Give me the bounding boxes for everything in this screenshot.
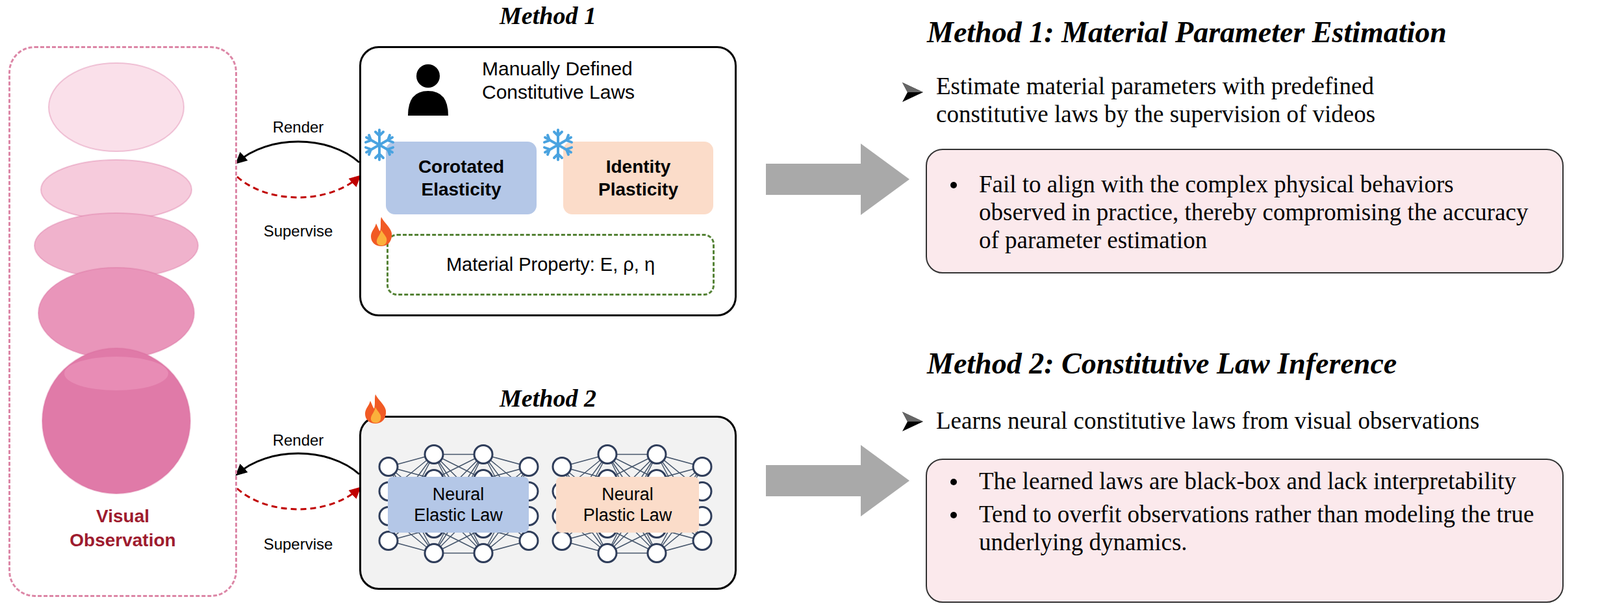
edge-label: Supervise (261, 535, 336, 554)
edge-label: Render (270, 118, 327, 137)
arrow-bullet (902, 411, 924, 432)
law-label: Corotated Elasticity (391, 155, 532, 201)
render-arrow (237, 141, 360, 163)
law-label: Neural Plastic Law (578, 483, 677, 527)
section-summary: Estimate material parameters with predef… (936, 72, 1482, 128)
network-neuron (424, 445, 444, 464)
edge-label: Render (270, 431, 327, 450)
snowflake-icon (362, 127, 397, 162)
bullet-dot (950, 478, 957, 486)
finding-box: The learned laws are black-box and lack … (925, 458, 1564, 603)
network-neuron (647, 544, 666, 563)
snowflake-icon (541, 127, 575, 162)
network-neuron (693, 457, 712, 477)
method-box: Method 1Manually Defined Constitutive La… (359, 46, 737, 317)
blob (48, 63, 184, 152)
section-summary: Learns neural constitutive laws from vis… (936, 407, 1480, 436)
render-arrow (237, 453, 360, 475)
parameter-box: Material Property: E, ρ, η (386, 233, 715, 296)
neural-law-box: Neural Elastic Law (387, 476, 529, 533)
block-arrow (765, 444, 910, 517)
law-box: Identity Plasticity (563, 141, 714, 215)
network-neuron (693, 532, 712, 551)
edge-label: Supervise (261, 222, 336, 241)
network-neuron (598, 445, 617, 464)
blob-highlight (64, 356, 169, 391)
method-title: Method 2 (361, 383, 735, 413)
method-title: Method 1 (361, 1, 735, 30)
method-subtitle: Manually Defined Constitutive Laws (482, 57, 658, 104)
supervise-arrow (237, 488, 360, 510)
bullet-text: Tend to overfit observations rather than… (978, 500, 1537, 557)
network-neuron (519, 532, 538, 551)
neural-law-box: Neural Plastic Law (556, 476, 699, 533)
network-neuron (474, 544, 493, 563)
fire-icon (359, 393, 392, 426)
blob (40, 159, 192, 220)
section-heading: Method 2: Constitutive Law Inference (926, 346, 1397, 382)
observation-panel: Visual Observation (8, 46, 238, 597)
network-neuron (474, 445, 493, 464)
law-label: Identity Plasticity (568, 155, 709, 201)
finding-box: Fail to align with the complex physical … (925, 148, 1564, 274)
parameter-label: Material Property: E, ρ, η (446, 253, 655, 276)
bullet-text: Fail to align with the complex physical … (978, 170, 1537, 255)
arrow-bullet (902, 82, 924, 102)
network-neuron (598, 544, 617, 563)
network-neuron (424, 544, 444, 563)
jelly-blobs (34, 63, 199, 494)
network-neuron (379, 532, 398, 551)
arrow-bullet-shade (902, 411, 924, 422)
fire-icon (365, 215, 397, 249)
network-neuron (519, 457, 538, 477)
section-heading: Method 1: Material Parameter Estimation (926, 15, 1447, 51)
block-arrow (765, 143, 910, 216)
network-neuron (647, 445, 666, 464)
network-neuron (379, 457, 398, 477)
arrow-bullet (902, 82, 924, 432)
network-neuron (552, 532, 572, 551)
network-neuron (552, 457, 572, 477)
bullet-text: The learned laws are black-box and lack … (978, 467, 1537, 496)
blob (42, 348, 191, 494)
person-icon (405, 62, 451, 116)
arrow-bullet-shade (902, 82, 924, 93)
bullet-dot (950, 181, 957, 189)
supervise-arrow (237, 176, 360, 198)
law-label: Neural Elastic Law (409, 483, 508, 527)
method-box: Method 2Neural Elastic LawNeural Plastic… (359, 415, 737, 590)
law-box: Corotated Elasticity (385, 141, 537, 215)
blob (38, 267, 195, 359)
panel-label: Visual Observation (57, 504, 188, 553)
bullet-dot (950, 511, 957, 519)
